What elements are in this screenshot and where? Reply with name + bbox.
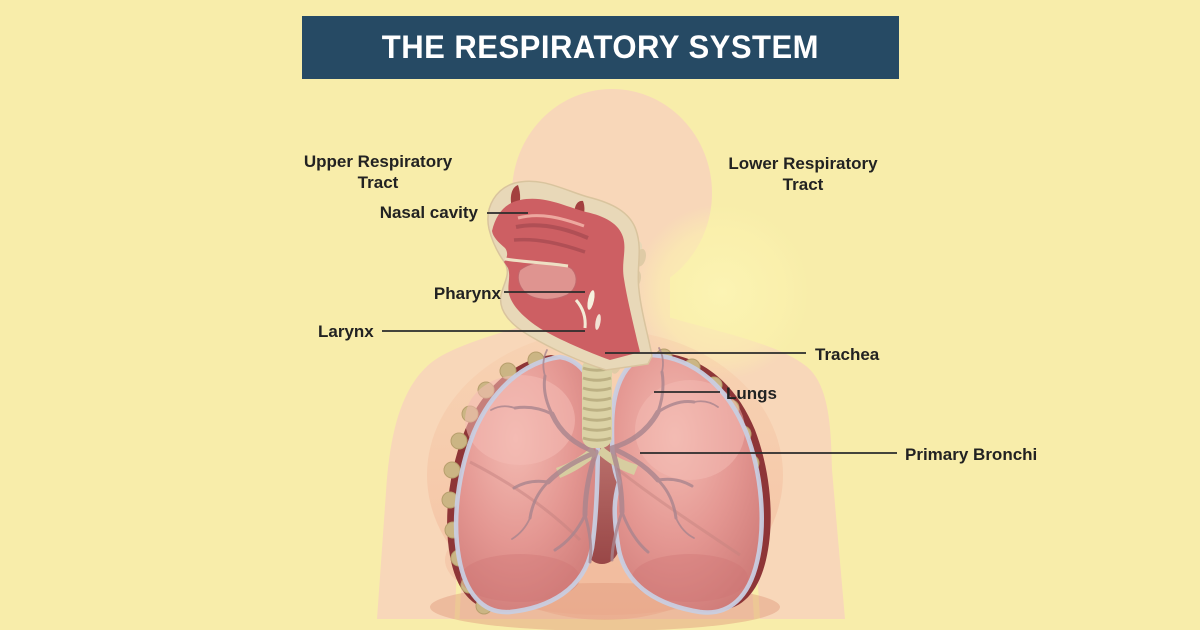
label-upper-respiratory-tract: Upper Respiratory Tract <box>303 152 453 192</box>
label-lower-respiratory-tract: Lower Respiratory Tract <box>728 154 878 194</box>
label-larynx: Larynx <box>318 322 374 341</box>
title-banner: THE RESPIRATORY SYSTEM <box>302 16 899 79</box>
label-primary-bronchi: Primary Bronchi <box>905 445 1038 464</box>
tongue <box>517 261 577 300</box>
trachea-tube <box>582 358 612 448</box>
leader-lines <box>382 212 897 454</box>
label-nasal-cavity: Nasal cavity <box>379 203 478 222</box>
label-pharynx: Pharynx <box>433 284 501 303</box>
label-trachea: Trachea <box>815 345 880 364</box>
label-lungs: Lungs <box>726 384 777 403</box>
head-cross-section <box>487 180 653 371</box>
left-lung-fissure <box>469 460 582 542</box>
bronchial-tree <box>490 347 719 564</box>
neck-highlight <box>634 204 810 380</box>
page-title: THE RESPIRATORY SYSTEM <box>381 29 820 65</box>
